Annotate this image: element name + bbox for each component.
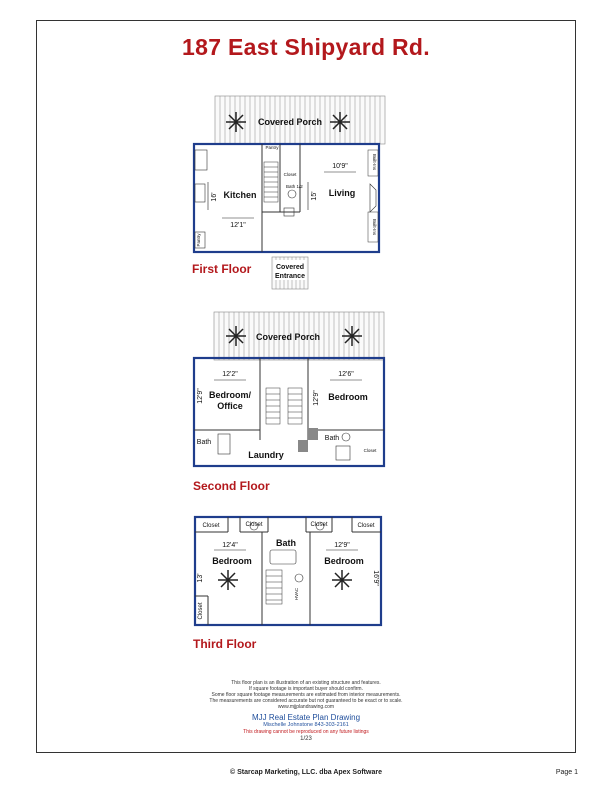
br-width-dim: 12'9" bbox=[334, 542, 350, 549]
copyright-text: © Starcap Marketing, LLC. dba Apex Softw… bbox=[230, 769, 382, 776]
first-porch-decking bbox=[214, 95, 386, 145]
covered-entrance-label-1: Covered bbox=[276, 264, 304, 271]
closet-2-label: Closet bbox=[245, 522, 262, 528]
washer-icon bbox=[283, 207, 295, 217]
fireplace-icon bbox=[369, 183, 377, 213]
second-closet-label: Closet bbox=[364, 448, 378, 453]
bedroom-right-label: Bedroom bbox=[324, 556, 364, 566]
built-ins-bottom-label: Built-Ins bbox=[372, 219, 377, 236]
ceiling-fan-icon bbox=[342, 326, 362, 346]
kitchen-width-dim: 12'1" bbox=[230, 222, 246, 229]
pantry-label: Pantry bbox=[265, 145, 279, 150]
refrigerator-icon bbox=[194, 231, 206, 249]
kitchen-height-dim: 16' bbox=[211, 192, 218, 201]
bath-left-label: Bath bbox=[197, 439, 212, 446]
laundry-label: Laundry bbox=[248, 450, 284, 460]
third-floor-label: Third Floor bbox=[193, 637, 257, 651]
second-floor-label: Second Floor bbox=[193, 479, 270, 493]
bedroom-office-label-1: Bedroom/ bbox=[209, 390, 252, 400]
closet-4-label: Closet bbox=[357, 523, 374, 529]
bath-right-label: Bath bbox=[325, 435, 340, 442]
chimney-block bbox=[308, 428, 318, 440]
page-number: Page 1 bbox=[555, 769, 578, 776]
reproduction-warning: This drawing cannot be reproduced on any… bbox=[243, 729, 369, 735]
toilet-icon bbox=[315, 521, 325, 531]
built-ins-top bbox=[367, 149, 379, 177]
bed-width-dim: 12'6" bbox=[338, 371, 354, 378]
bathtub-icon bbox=[269, 549, 297, 565]
disclaimer-line-1: This floor plan is an illustration of an… bbox=[231, 680, 381, 686]
living-width-dim: 10'9" bbox=[332, 163, 348, 170]
toilet-icon bbox=[341, 432, 351, 442]
covered-entrance-label-2: Entrance bbox=[275, 273, 305, 280]
second-stairs bbox=[265, 387, 303, 425]
disclaimer-line-3: Some floor square footage measurements a… bbox=[211, 692, 401, 698]
third-bath-label: Bath bbox=[276, 538, 296, 548]
ceiling-fan-icon bbox=[330, 112, 350, 132]
stove-icon bbox=[194, 183, 206, 203]
disclaimer-block: This floor plan is an illustration of an… bbox=[0, 680, 612, 742]
built-ins-top-label: Built-Ins bbox=[372, 154, 377, 171]
third-floor-plan: Closet Closet Closet Closet Closet Bath … bbox=[193, 515, 383, 627]
bo-width-dim: 12'2" bbox=[222, 371, 238, 378]
br-height-dim: 16'9" bbox=[372, 570, 379, 586]
shower-icon bbox=[335, 445, 351, 461]
bl-height-dim: 13' bbox=[197, 573, 204, 582]
ceiling-fan-icon bbox=[332, 570, 352, 590]
second-floor-walls bbox=[192, 356, 386, 468]
ceiling-fan-icon bbox=[226, 326, 246, 346]
third-floor-walls bbox=[193, 515, 383, 627]
second-bedroom-label: Bedroom bbox=[328, 392, 368, 402]
page-title: 187 East Shipyard Rd. bbox=[182, 34, 430, 60]
closet-1-label: Closet bbox=[202, 523, 219, 529]
living-label: Living bbox=[329, 188, 356, 198]
toilet-icon bbox=[294, 573, 304, 583]
first-floor-plan: Covered Porch Kitchen Living Pantry Clos… bbox=[192, 95, 386, 290]
bedroom-office-label-2: Office bbox=[217, 401, 243, 411]
website-link[interactable]: www.mjjplandrawing.com bbox=[277, 704, 335, 710]
toilet-icon bbox=[249, 521, 259, 531]
built-ins-bottom bbox=[367, 211, 379, 243]
sink-icon bbox=[194, 149, 208, 171]
contact-line: Mischelle Johnstone 843-303-2161 bbox=[263, 722, 349, 728]
bl-width-dim: 12'4" bbox=[222, 542, 238, 549]
ceiling-fan-icon bbox=[218, 570, 238, 590]
first-closet-label: Closet bbox=[284, 172, 298, 177]
first-floor-label: First Floor bbox=[192, 262, 252, 276]
page-fraction: 1/23 bbox=[300, 736, 312, 742]
toilet-icon bbox=[287, 189, 297, 199]
disclaimer-line-4: The measurements are considered accurate… bbox=[209, 698, 403, 704]
shower-icon bbox=[217, 433, 231, 455]
third-stairs bbox=[265, 569, 283, 605]
kitchen-label: Kitchen bbox=[223, 190, 256, 200]
bed-height-dim: 12'9" bbox=[313, 390, 320, 406]
ceiling-fan-icon bbox=[226, 112, 246, 132]
pantry-lower-label: Pantry bbox=[196, 233, 201, 247]
disclaimer-line-2: If square footage is important buyer sho… bbox=[249, 686, 363, 692]
first-covered-porch-label: Covered Porch bbox=[258, 117, 322, 127]
brand-name: MJJ Real Estate Plan Drawing bbox=[251, 713, 361, 722]
closet-3-label: Closet bbox=[310, 522, 327, 528]
first-floor-walls bbox=[192, 142, 381, 254]
second-floor-plan: Covered Porch Bedroom/ Office Bedroom Ba… bbox=[192, 311, 386, 468]
bo-height-dim: 12'9" bbox=[197, 388, 204, 404]
closet-5-label: Closet bbox=[198, 602, 204, 619]
chimney-block bbox=[298, 440, 308, 452]
first-stairs bbox=[263, 161, 279, 203]
second-covered-porch-label: Covered Porch bbox=[256, 332, 320, 342]
bedroom-left-label: Bedroom bbox=[212, 556, 252, 566]
half-bath-label: Bath 1/2 bbox=[286, 184, 303, 189]
living-height-dim: 15' bbox=[311, 191, 318, 200]
page-frame bbox=[36, 20, 576, 753]
hvac-label: HVAC bbox=[294, 587, 299, 600]
